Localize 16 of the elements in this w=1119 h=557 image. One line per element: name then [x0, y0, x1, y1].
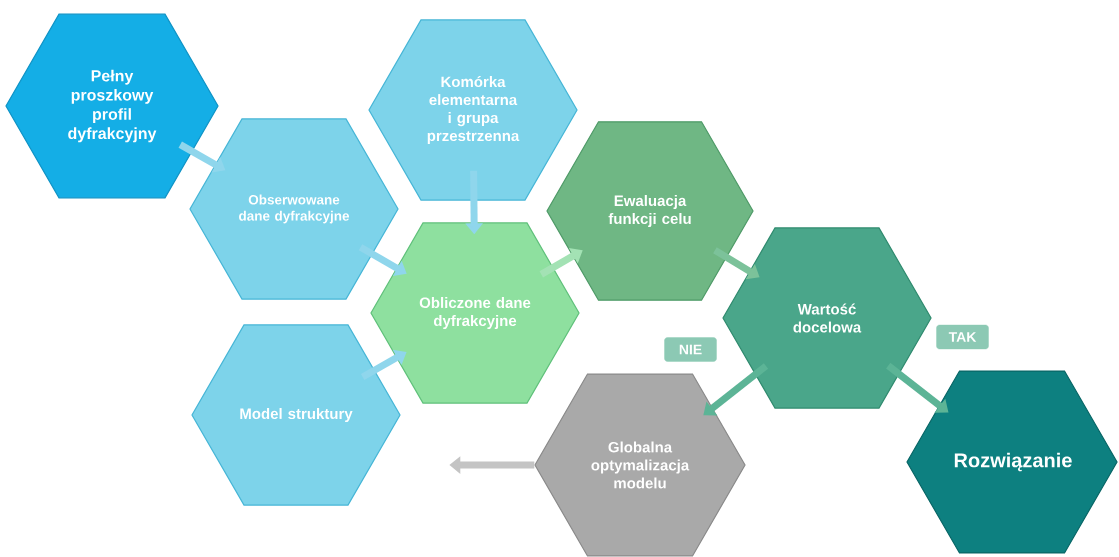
arrow	[886, 362, 949, 413]
hexagon: Wartość docelowa	[722, 227, 932, 409]
edge-label: NIE	[664, 337, 717, 362]
arrow	[358, 244, 407, 276]
hexagon: Rozwiązanie	[906, 370, 1118, 554]
hexagon: Obserwowane dane dyfrakcyjne	[189, 118, 399, 300]
arrow	[703, 363, 769, 416]
hexagon: Ewaluacja funkcji celu	[546, 121, 754, 301]
edge-label: TAK	[936, 324, 989, 350]
hexagon: Komórka elementarna i grupa przestrzenna	[368, 19, 578, 201]
hexagon: Obliczone dane dyfrakcyjne	[370, 222, 580, 404]
hexagon: Pełny proszkowy profil dyfrakcyjny	[5, 13, 219, 199]
hexagon: Globalna optymalizacja modelu	[534, 373, 746, 557]
arrow	[360, 349, 407, 381]
hexagon: Model struktury	[191, 324, 401, 506]
arrow	[539, 248, 583, 278]
